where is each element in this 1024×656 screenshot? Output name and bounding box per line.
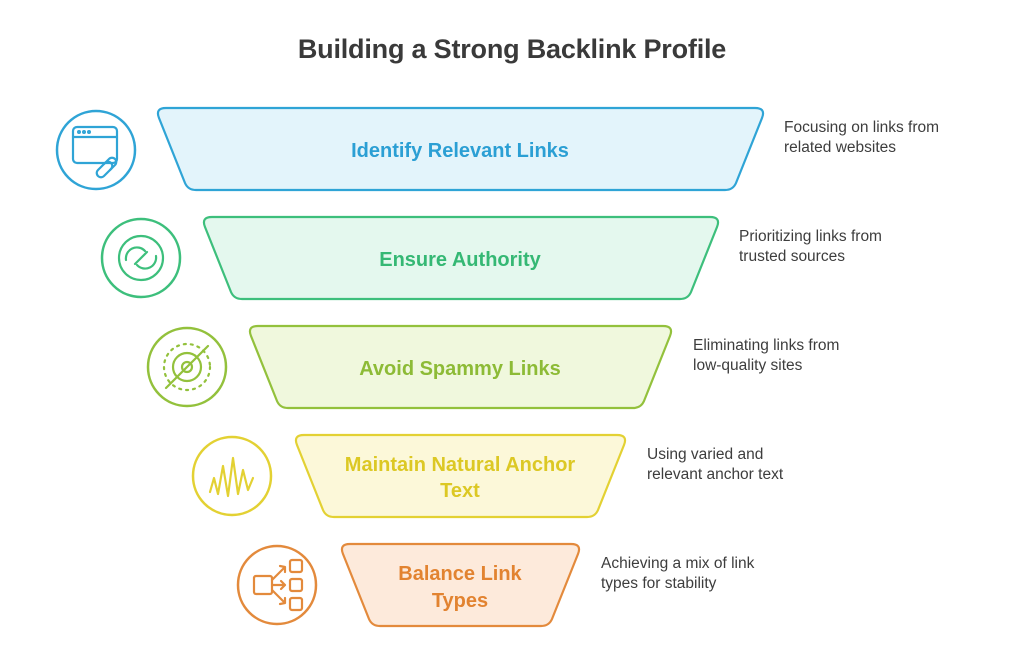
stage-1-trapezoid <box>156 106 765 192</box>
funnel-stage-1[interactable]: Identify Relevant Links <box>55 106 765 192</box>
authority-circle-icon <box>117 234 165 282</box>
stage-2-label: Ensure Authority <box>379 249 541 271</box>
stage-3-label: Avoid Spammy Links <box>359 358 561 380</box>
stage-2-trapezoid <box>202 215 720 301</box>
stage-4-icon-circle <box>191 435 273 517</box>
funnel-stage-3[interactable]: Avoid Spammy Links <box>146 324 673 410</box>
stage-1-label: Identify Relevant Links <box>351 140 569 162</box>
browser-link-icon <box>71 125 119 179</box>
stage-4-trapezoid <box>294 433 627 519</box>
branching-nodes-icon <box>252 558 304 612</box>
wave-signal-icon <box>208 456 255 498</box>
no-spam-target-icon <box>162 342 212 392</box>
stage-1-icon-circle <box>55 109 137 191</box>
funnel-stage-2[interactable]: Ensure Authority <box>100 215 720 301</box>
stage-5-trapezoid <box>340 542 581 628</box>
diagram-title: Building a Strong Backlink Profile <box>297 34 727 64</box>
stage-3-trapezoid <box>248 324 673 410</box>
